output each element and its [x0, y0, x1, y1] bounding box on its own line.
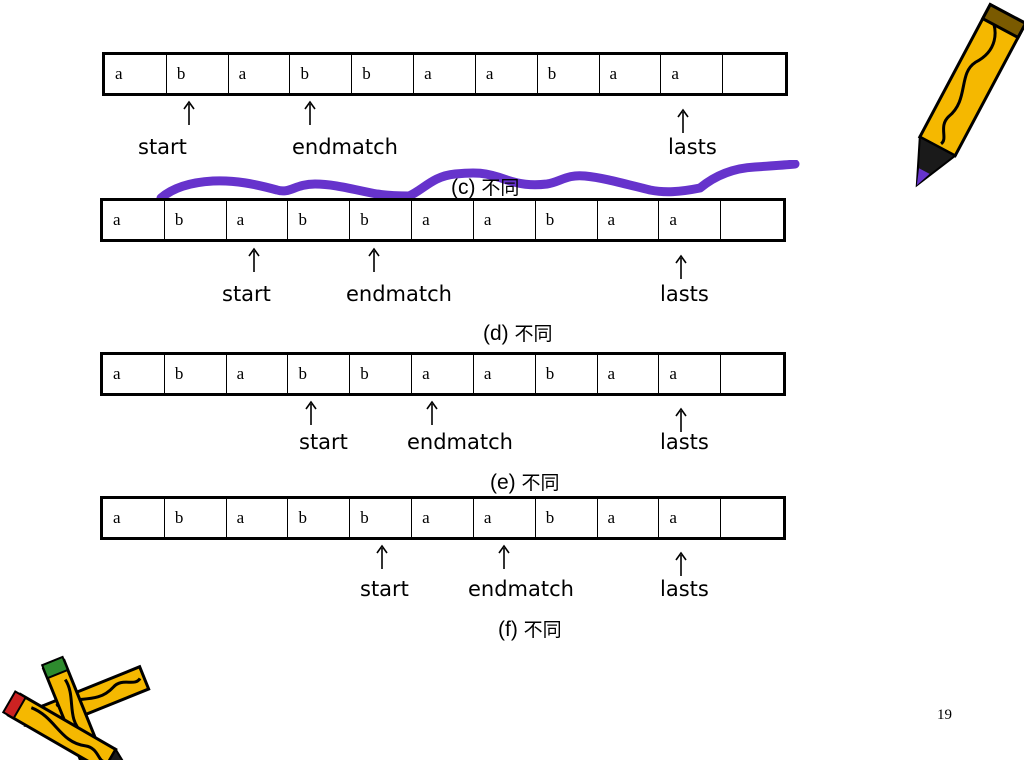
- crossed-pencils-icon: [1, 655, 151, 760]
- array-cell: b: [350, 355, 413, 393]
- caption-d: (d) 不同: [483, 319, 553, 346]
- lasts-pointer-label: lasts: [660, 282, 709, 306]
- array-cell: b: [350, 201, 413, 239]
- array-cell: b: [165, 355, 227, 393]
- array-cell: b: [288, 499, 351, 537]
- array-cell: a: [600, 55, 662, 93]
- array-cell: b: [536, 355, 598, 393]
- array-cell: a: [659, 201, 722, 239]
- array-cell: a: [414, 55, 476, 93]
- array-cell: b: [536, 499, 598, 537]
- array-cell: a: [659, 499, 722, 537]
- array-cell: a: [103, 355, 165, 393]
- array-cell: a: [412, 355, 474, 393]
- caption-letter: (d): [483, 322, 509, 345]
- up-arrow-icon: [376, 544, 388, 569]
- up-arrow-icon: [304, 100, 316, 125]
- lasts-pointer-label: lasts: [668, 135, 717, 159]
- array-cell: a: [661, 55, 724, 93]
- caption-e: (e) 不同: [490, 468, 560, 495]
- array-cell: a: [598, 499, 660, 537]
- start-pointer-label: start: [222, 282, 271, 306]
- pencil-icon: [915, 2, 1024, 188]
- wavy-highlight-stroke: [156, 160, 800, 203]
- array-cell: a: [659, 355, 722, 393]
- caption-letter: (e): [490, 471, 516, 494]
- array-cell: a: [103, 499, 165, 537]
- endmatch-pointer-label: endmatch: [407, 430, 513, 454]
- array-cell: b: [288, 355, 351, 393]
- caption-c: (c) 不同: [451, 173, 519, 200]
- array-cell: [721, 355, 783, 393]
- caption-f: (f) 不同: [498, 615, 562, 642]
- up-arrow-icon: [248, 247, 260, 272]
- up-arrow-icon: [498, 544, 510, 569]
- array-cell: b: [167, 55, 229, 93]
- up-arrow-icon: [305, 400, 317, 425]
- array-cell: b: [538, 55, 600, 93]
- caption-letter: (c): [451, 176, 476, 199]
- array-cell: a: [227, 355, 289, 393]
- array-cell: a: [474, 201, 536, 239]
- up-arrow-icon: [368, 247, 380, 272]
- array-cell: a: [103, 201, 165, 239]
- caption-letter: (f): [498, 618, 518, 641]
- array-cell: a: [412, 201, 474, 239]
- array-cell: [721, 201, 783, 239]
- array-cell: a: [105, 55, 167, 93]
- array-cell: [721, 499, 783, 537]
- array-cell: [723, 55, 785, 93]
- caption-text: 不同: [514, 323, 553, 345]
- array-cell: a: [474, 499, 536, 537]
- endmatch-pointer-label: endmatch: [346, 282, 452, 306]
- array-row-e: a b a b b a a b a a: [100, 352, 786, 396]
- array-cell: a: [229, 55, 291, 93]
- endmatch-pointer-label: endmatch: [292, 135, 398, 159]
- array-cell: a: [598, 355, 660, 393]
- array-cell: b: [165, 499, 227, 537]
- up-arrow-icon: [675, 407, 687, 432]
- array-cell: b: [536, 201, 598, 239]
- array-cell: a: [598, 201, 660, 239]
- up-arrow-icon: [675, 254, 687, 279]
- start-pointer-label: start: [138, 135, 187, 159]
- array-row-c: a b a b b a a b a a: [102, 52, 788, 96]
- array-cell: b: [350, 499, 413, 537]
- lasts-pointer-label: lasts: [660, 577, 709, 601]
- array-cell: a: [227, 499, 289, 537]
- array-cell: a: [412, 499, 474, 537]
- array-cell: a: [476, 55, 538, 93]
- up-arrow-icon: [426, 400, 438, 425]
- caption-text: 不同: [521, 472, 560, 494]
- up-arrow-icon: [677, 108, 689, 133]
- array-cell: b: [290, 55, 353, 93]
- array-cell: a: [227, 201, 289, 239]
- array-row-d: a b a b b a a b a a: [100, 198, 786, 242]
- array-cell: b: [352, 55, 415, 93]
- page-number: 19: [937, 707, 952, 723]
- up-arrow-icon: [675, 551, 687, 576]
- up-arrow-icon: [183, 100, 195, 125]
- caption-text: 不同: [523, 619, 562, 641]
- array-row-f: a b a b b a a b a a: [100, 496, 786, 540]
- start-pointer-label: start: [299, 430, 348, 454]
- array-cell: b: [288, 201, 351, 239]
- start-pointer-label: start: [360, 577, 409, 601]
- caption-text: 不同: [481, 177, 520, 199]
- array-cell: a: [474, 355, 536, 393]
- endmatch-pointer-label: endmatch: [468, 577, 574, 601]
- array-cell: b: [165, 201, 227, 239]
- lasts-pointer-label: lasts: [660, 430, 709, 454]
